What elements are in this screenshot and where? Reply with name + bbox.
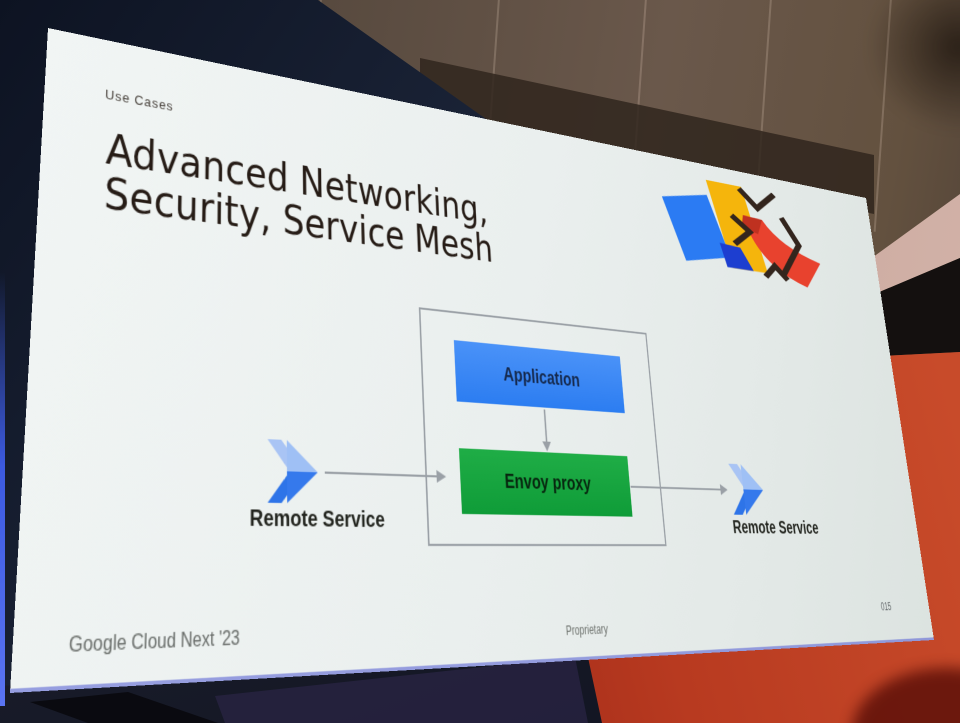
inbound-arrowhead-icon: [436, 470, 446, 483]
remote-service-right-label: Remote Service: [728, 517, 823, 539]
arrow-triangle-bottom: [743, 489, 766, 515]
outbound-arrowhead-icon: [720, 484, 728, 495]
footer-page-number: 015: [880, 600, 892, 613]
remote-service-left-icon: [265, 438, 322, 505]
remote-service-right-icon: [726, 463, 768, 516]
app-to-envoy-arrow: [544, 409, 546, 441]
outbound-arrow: [631, 487, 721, 490]
arrow-triangle-top: [287, 440, 318, 472]
arrow-triangle-bottom: [287, 471, 318, 503]
remote-service-left-label: Remote Service: [244, 506, 390, 534]
arrow-triangle-top: [740, 464, 763, 490]
screen-edge-blue-glow: [0, 272, 5, 706]
app-to-envoy-arrowhead-icon: [542, 441, 551, 451]
inbound-arrow: [325, 473, 437, 477]
